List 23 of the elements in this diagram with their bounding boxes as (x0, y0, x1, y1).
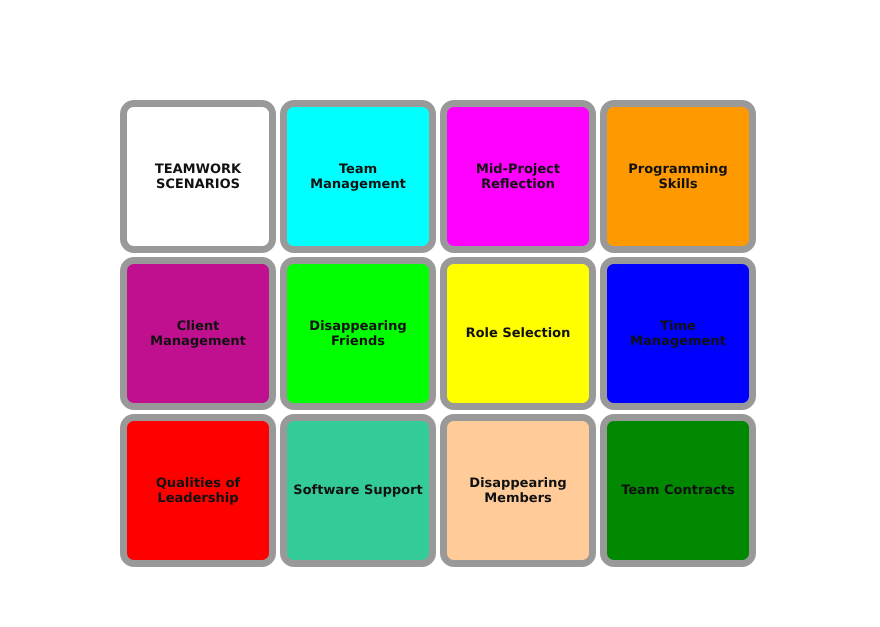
piece-label: Role Selection (464, 326, 572, 341)
piece-label: Disappearing Members (468, 476, 568, 506)
puzzle-piece (280, 414, 436, 567)
piece-label: Mid-Project Reflection (474, 162, 562, 192)
puzzle-piece (600, 257, 756, 410)
piece-label: Programming Skills (627, 162, 729, 192)
piece-label: Software Support (292, 483, 424, 498)
piece-label: Qualities of Leadership (154, 476, 242, 506)
puzzle-piece (600, 414, 756, 567)
piece-label: Time Management (629, 318, 727, 348)
puzzle-piece (280, 257, 436, 410)
piece-label: TEAMWORK SCENARIOS (154, 162, 242, 192)
puzzle-piece (440, 100, 596, 253)
puzzle-piece (600, 100, 756, 253)
puzzle-piece (440, 257, 596, 410)
piece-label: Client Management (149, 318, 247, 348)
puzzle-piece (440, 414, 596, 567)
piece-label: Team Management (309, 162, 407, 192)
puzzle-piece (120, 414, 276, 567)
piece-label: Team Contracts (620, 483, 736, 498)
piece-label: Disappearing Friends (308, 318, 408, 348)
puzzle-piece (120, 100, 276, 253)
puzzle-piece (280, 100, 436, 253)
